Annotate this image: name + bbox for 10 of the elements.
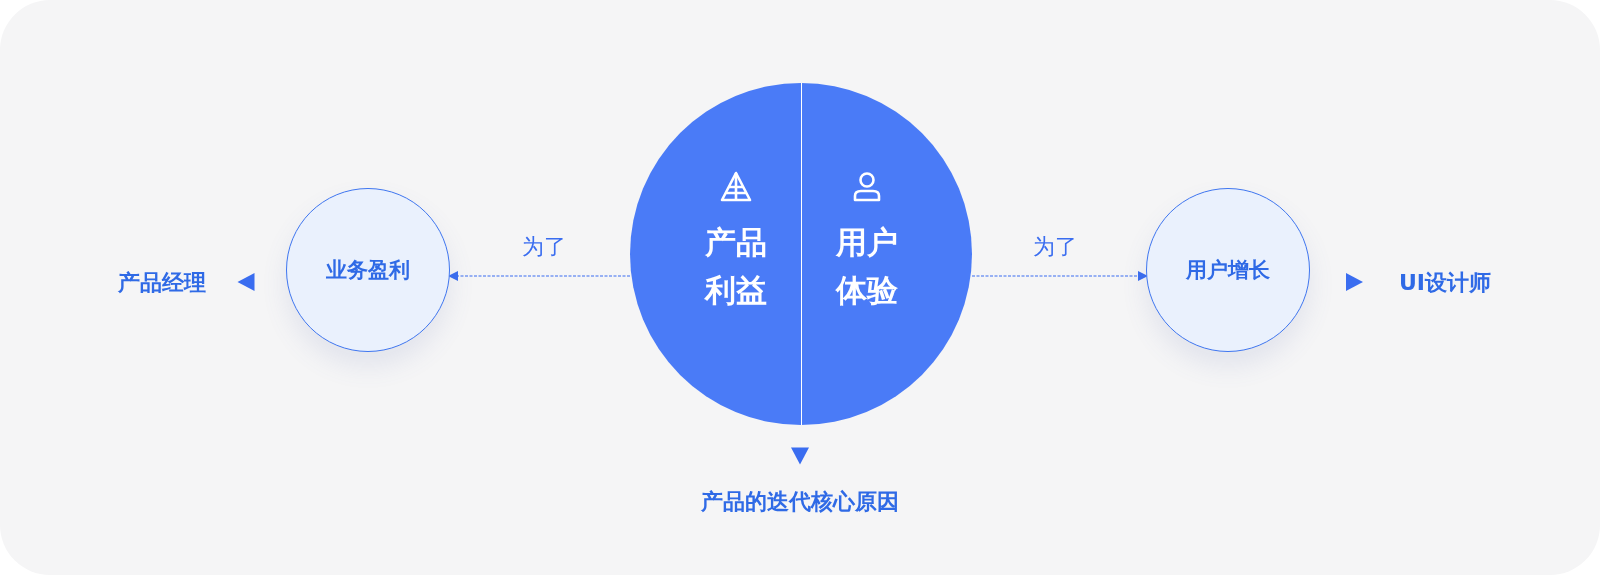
role-label: 产品经理 [118,268,206,298]
dashed-arrow [448,271,631,281]
role-label: 产品的迭代核心原因 [701,487,899,517]
circle-label: 用户体验 [834,223,899,310]
role-label: UI设计师 [1398,268,1492,298]
circle-label: 产品利益 [703,223,768,310]
triangle-arrow [791,447,809,465]
triangle-arrow [1346,273,1363,291]
triangle-arrow [237,273,255,291]
dashed-arrow [971,271,1148,281]
